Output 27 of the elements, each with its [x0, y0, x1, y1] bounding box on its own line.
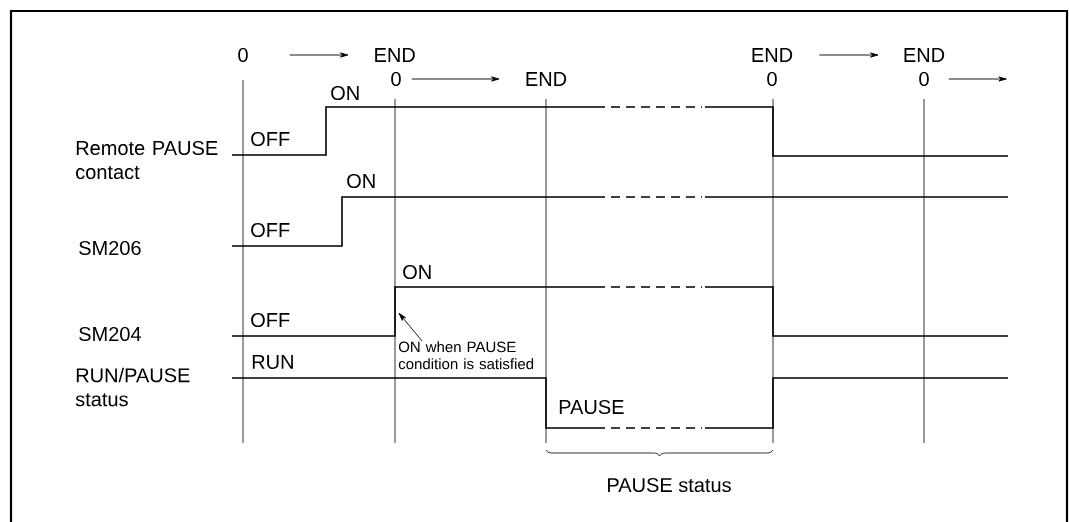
leader-line — [398, 312, 423, 342]
state-label: PAUSE — [559, 399, 624, 415]
arrow — [818, 52, 879, 58]
signal-name: Remote PAUSE contact — [76, 140, 218, 180]
scan-marker: 0 — [238, 47, 248, 63]
scan-marker: 0 — [767, 71, 777, 87]
state-label: RUN — [252, 355, 293, 369]
arrow — [948, 76, 1007, 82]
callout-text: ON when PAUSE condition is satisfied — [398, 341, 534, 370]
scan-marker: END — [526, 72, 567, 86]
state-label: OFF — [251, 131, 290, 147]
scan-marker: 0 — [919, 71, 929, 87]
arrow — [411, 76, 500, 82]
scan-marker: 0 — [391, 71, 401, 87]
state-label: OFF — [251, 312, 290, 328]
brace-label: PAUSE status — [608, 477, 731, 493]
state-label: ON — [331, 85, 359, 101]
state-label: OFF — [251, 222, 290, 238]
scan-marker: END — [375, 48, 415, 62]
scan-marker: END — [904, 48, 945, 62]
signal-name: SM206 — [79, 240, 141, 256]
scan-marker: END — [752, 48, 793, 62]
state-label: ON — [347, 173, 375, 189]
signal-name: RUN/PAUSE status — [75, 367, 190, 407]
signal-name: SM204 — [79, 326, 141, 342]
state-label: ON — [403, 264, 431, 280]
arrow — [289, 52, 349, 58]
